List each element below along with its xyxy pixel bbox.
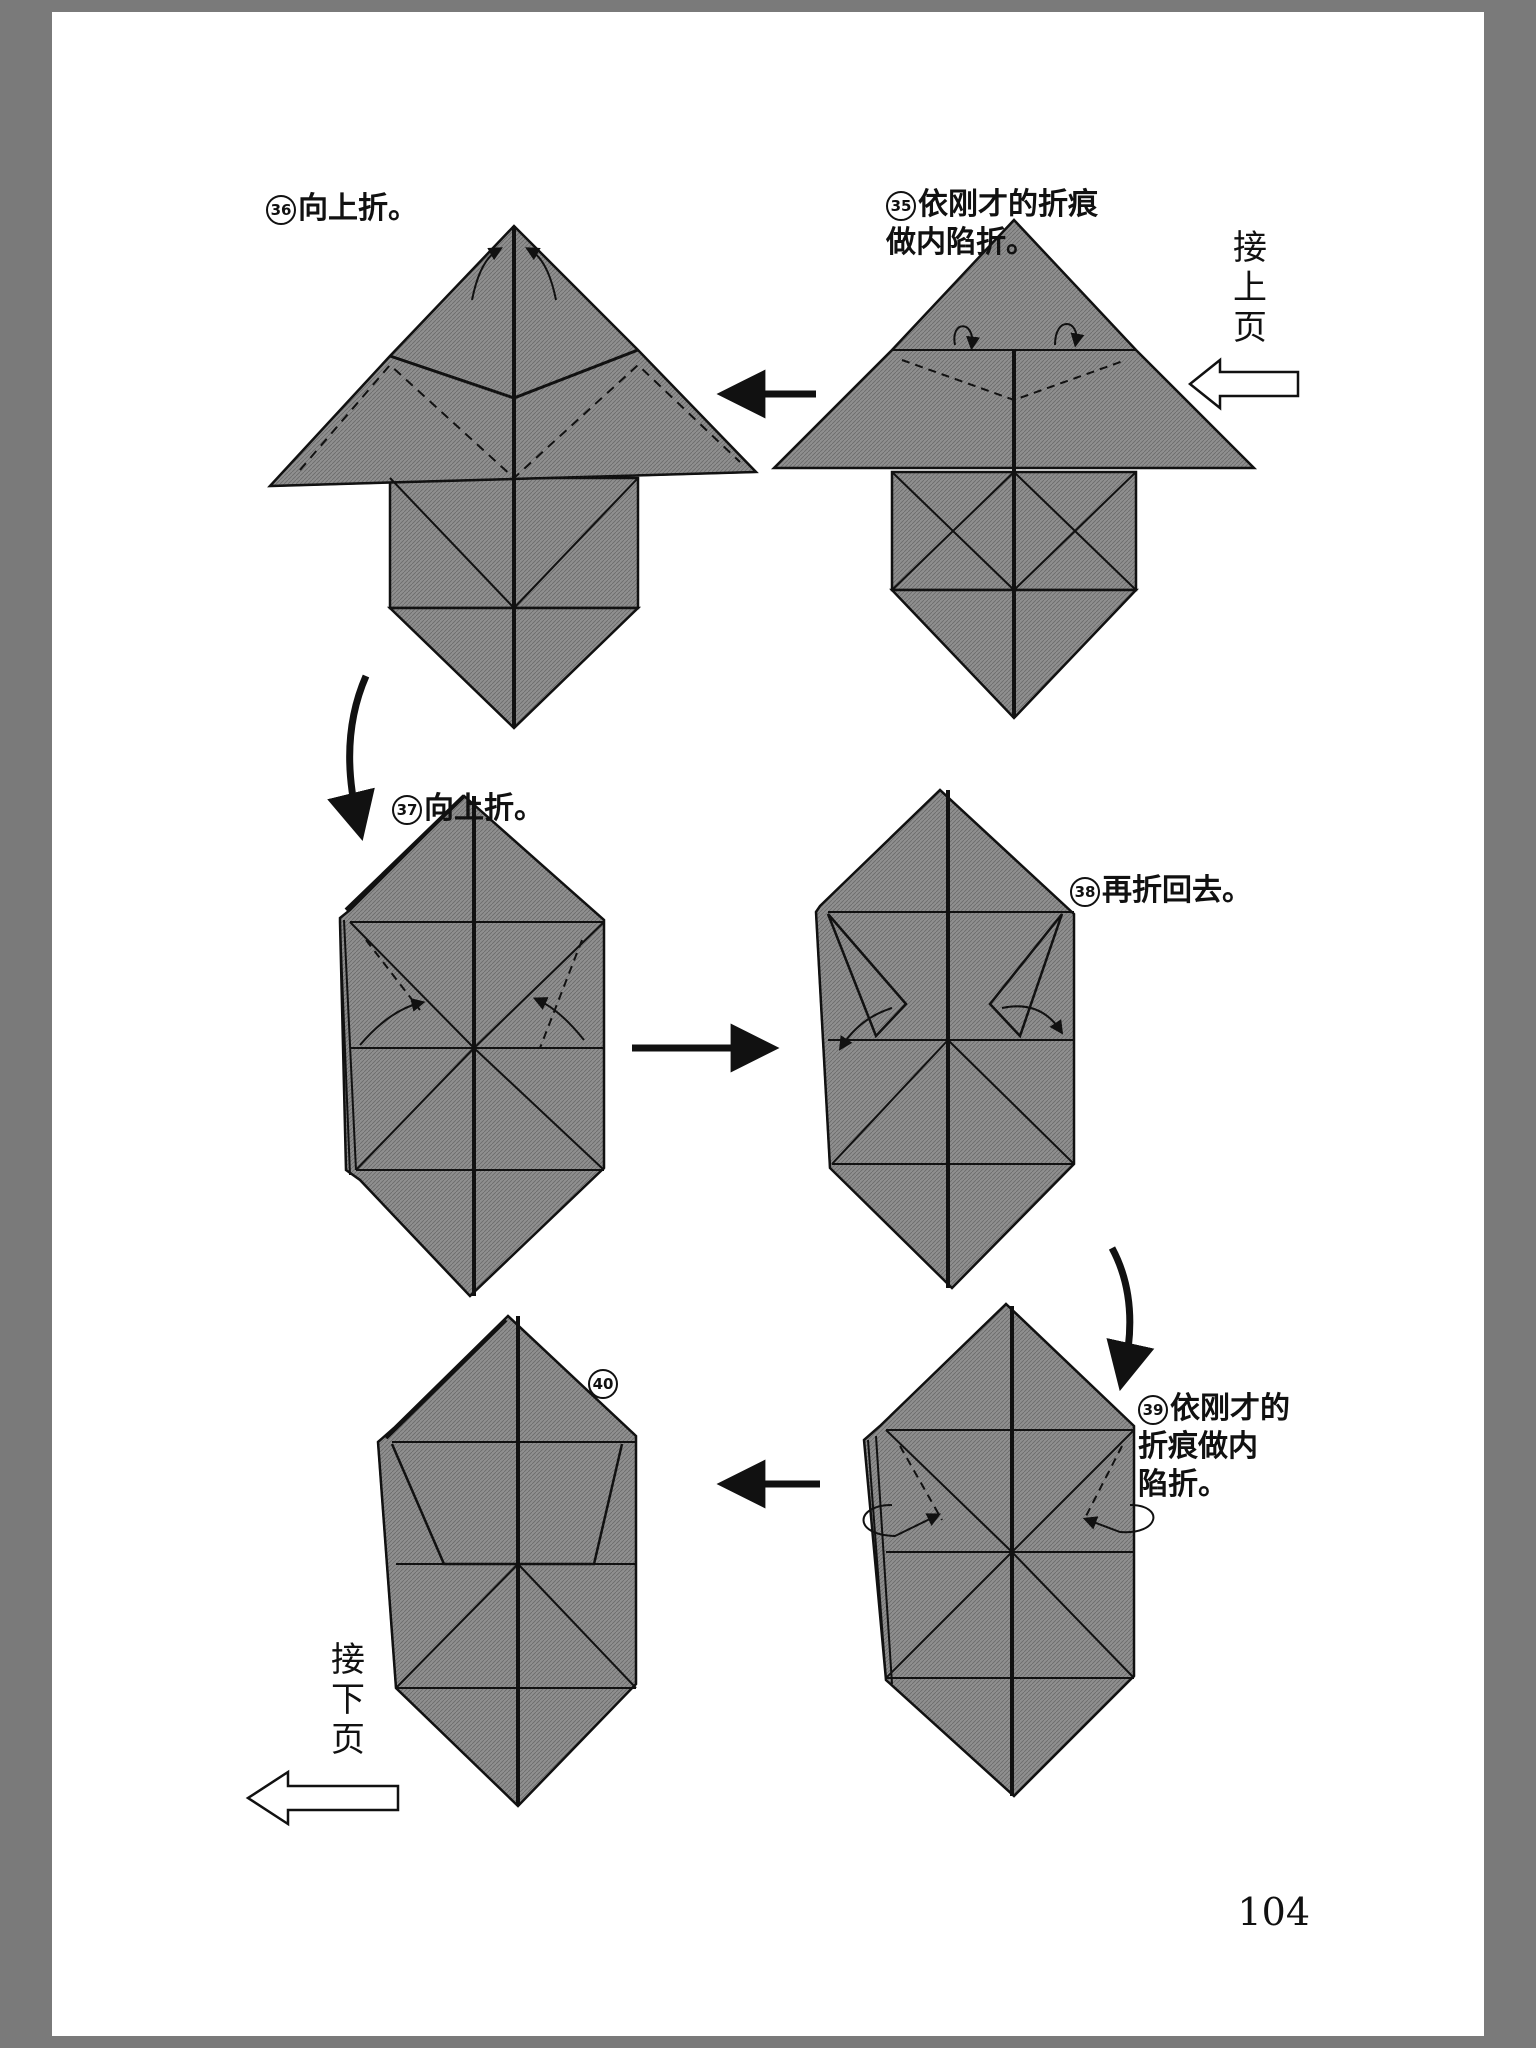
step-35-text: 依刚才的折痕 做内陷折。 xyxy=(886,187,1098,260)
diagram-step-38 xyxy=(814,788,1076,1290)
diagram-step-35 xyxy=(770,218,1258,720)
continued-to-arrow xyxy=(245,1769,400,1827)
continued-from-arrow xyxy=(1187,357,1300,411)
step-36-text: 向上折。 xyxy=(298,191,418,226)
continued-from-text: 接 上 页 xyxy=(1233,228,1267,348)
step-36-number: 36 xyxy=(266,195,296,225)
step-35-number: 35 xyxy=(886,191,916,221)
diagram-step-36 xyxy=(267,224,759,730)
diagram-step-39 xyxy=(862,1302,1155,1798)
sequence-arrows xyxy=(327,369,1155,1509)
step-40-number: 40 xyxy=(588,1369,618,1399)
page-number: 104 xyxy=(1237,1890,1310,1934)
diagram-step-37 xyxy=(338,794,606,1298)
step-37-number: 37 xyxy=(392,795,422,825)
step-38-text: 再折回去。 xyxy=(1102,873,1252,908)
step-39-number: 39 xyxy=(1138,1395,1168,1425)
step-37-text: 向上折。 xyxy=(424,791,544,826)
continued-to-text: 接 下 页 xyxy=(331,1640,365,1760)
step-40-label: 40 xyxy=(588,1326,620,1402)
step-38-number: 38 xyxy=(1070,877,1100,907)
step-39-text: 依刚才的 折痕做内 陷折。 xyxy=(1138,1391,1290,1502)
diagram-step-40 xyxy=(376,1314,638,1808)
origami-diagrams xyxy=(245,218,1300,1827)
